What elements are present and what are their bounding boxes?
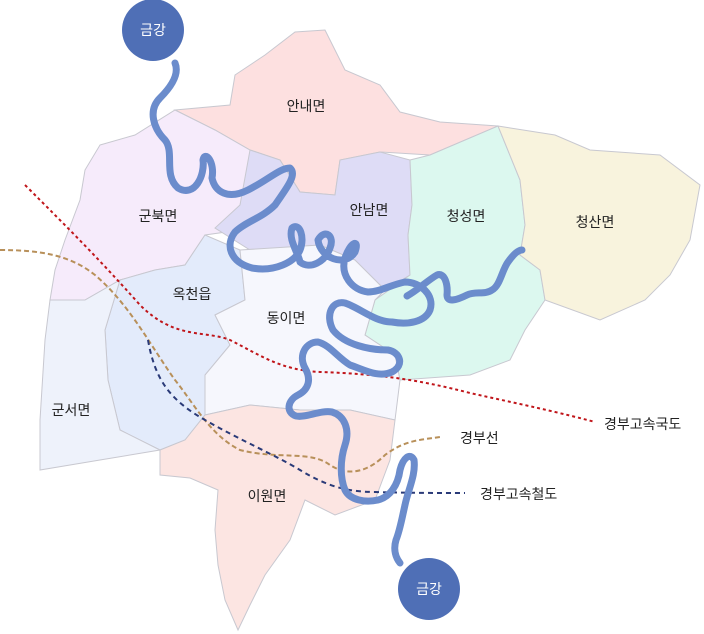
label-iwon: 이원면 — [247, 489, 287, 505]
label-cheongsan: 청산면 — [575, 215, 615, 231]
region-iwon[interactable] — [159, 404, 396, 632]
label-annam: 안남면 — [349, 203, 389, 219]
label-okcheon: 옥천읍 — [172, 287, 212, 303]
river-geumgang — [149, 59, 526, 567]
route-high-speed-rail — [147, 339, 466, 494]
label-cheongseong: 청성면 — [446, 209, 486, 225]
region-cheongsan[interactable] — [497, 125, 701, 321]
route-expressway — [24, 184, 596, 423]
route-label-railway: 경부선 — [460, 431, 499, 447]
route-railway — [0, 249, 441, 473]
label-gunbuk: 군북면 — [138, 209, 178, 225]
route-label-high-speed-rail: 경부고속철도 — [480, 487, 558, 503]
label-gunseo: 군서면 — [51, 403, 91, 419]
river-badge-top: 금강 — [122, 0, 184, 61]
label-dongi: 동이면 — [266, 311, 306, 327]
region-gunseo[interactable] — [39, 278, 162, 471]
label-annae: 안내면 — [286, 99, 326, 115]
river-badge-bottom: 금강 — [398, 558, 460, 620]
route-label-expressway: 경부고속국도 — [604, 417, 682, 433]
